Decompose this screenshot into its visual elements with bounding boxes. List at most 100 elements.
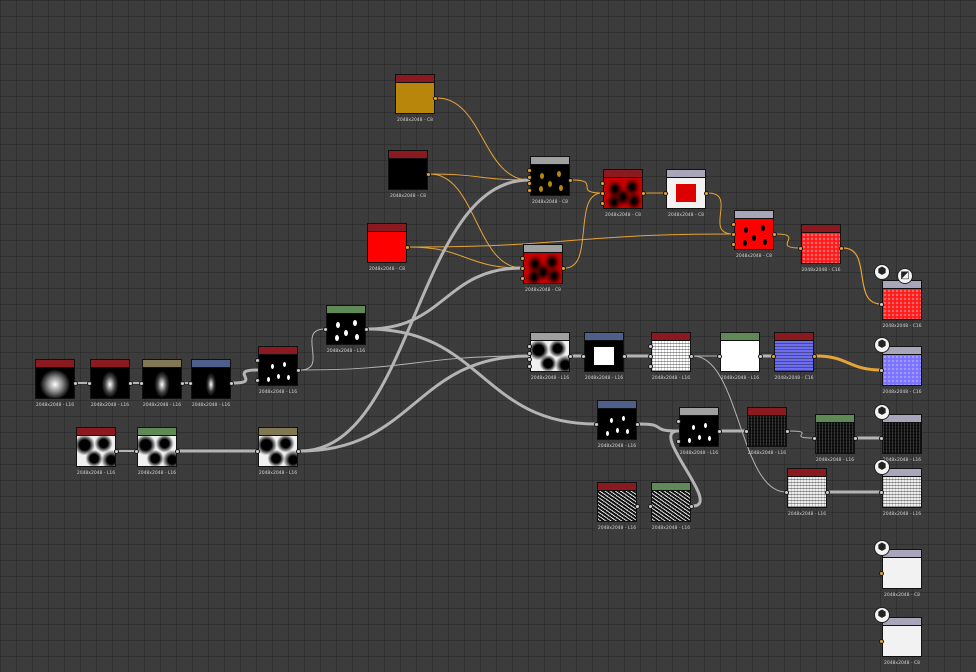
graph-node[interactable]: 2048x2048 - L16 [134,427,180,476]
graph-node[interactable]: 2048x2048 - C16 [771,332,817,381]
graph-node[interactable]: 2048x2048 - C8 [663,169,709,218]
graph-node[interactable]: 2048x2048 - L16 [744,407,790,456]
input-port[interactable] [87,381,92,386]
input-port[interactable] [594,422,599,427]
graph-node[interactable]: 2048x2048 - L16 [581,332,627,381]
graph-node[interactable]: 2048x2048 - C16 [798,224,844,273]
output-port[interactable] [825,490,830,495]
graph-node[interactable]: 2048x2048 - C8 [520,244,566,293]
input-port[interactable] [731,232,736,237]
input-port[interactable] [527,168,532,173]
input-port[interactable] [255,358,260,363]
input-port[interactable] [744,429,749,434]
output-port[interactable] [433,96,438,101]
input-port[interactable] [771,354,776,359]
graph-node[interactable]: 2048x2048 - C8 [388,150,431,199]
input-port[interactable] [527,181,532,187]
input-port[interactable] [676,439,681,444]
output-port[interactable] [180,381,185,386]
cube-icon[interactable]: ⬢ [874,264,890,280]
graph-node[interactable]: 2048x2048 - C8 [879,617,922,666]
output-port[interactable] [839,246,844,251]
input-port[interactable] [527,357,532,363]
input-port[interactable] [527,344,532,349]
output-port[interactable] [175,449,180,454]
graph-node[interactable]: 2048x2048 - C8 [527,156,573,205]
input-port[interactable] [600,191,605,196]
output-port[interactable] [635,422,640,427]
graph-node[interactable]: 2048x2048 - L16 [812,414,858,463]
output-port[interactable] [689,504,694,509]
cube-icon[interactable]: ⬢ [874,337,890,353]
input-port[interactable] [812,436,817,441]
input-port[interactable] [255,378,260,383]
graph-node[interactable]: 2048x2048 - C8 [731,210,777,259]
input-port[interactable] [676,419,681,424]
graph-node[interactable]: 2048x2048 - C8 [367,223,410,272]
cube-icon[interactable]: ⬢ [874,540,890,556]
input-port[interactable] [520,276,525,281]
output-port[interactable] [128,381,133,386]
graph-node[interactable]: 2048x2048 - L16 [76,427,119,476]
input-port[interactable] [527,188,532,193]
graph-node[interactable]: 2048x2048 - L16 [597,482,640,531]
graph-node[interactable]: 2048x2048 - L16 [784,468,830,517]
output-port[interactable] [635,504,640,509]
output-port[interactable] [296,368,301,373]
input-port[interactable] [717,354,722,359]
graph-node[interactable]: 2048x2048 - L16 [879,468,922,517]
input-port[interactable] [879,368,884,373]
graph-node[interactable]: 2048x2048 - L16 [594,400,640,449]
output-port[interactable] [641,191,646,196]
output-port[interactable] [561,266,566,271]
output-port[interactable] [853,436,858,441]
graph-node[interactable]: 2048x2048 - L16 [255,346,301,395]
graph-node[interactable]: 2048x2048 - L16 [676,407,722,456]
graph-node[interactable]: 2048x2048 - C8 [879,549,922,598]
graph-node[interactable]: 2048x2048 - L16 [717,332,763,381]
output-port[interactable] [717,429,722,434]
output-port[interactable] [568,354,573,359]
graph-node[interactable]: 2048x2048 - L16 [35,359,78,408]
input-port[interactable] [663,191,668,196]
output-port[interactable] [772,232,777,237]
input-port[interactable] [255,449,260,454]
graph-node[interactable]: 2048x2048 - L16 [648,332,694,381]
output-port[interactable] [405,245,410,250]
input-port[interactable] [648,504,653,509]
graph-node[interactable]: 2048x2048 - L16 [87,359,133,408]
output-port[interactable] [229,381,234,386]
output-port[interactable] [364,327,369,332]
input-port[interactable] [323,327,328,332]
input-port[interactable] [188,381,193,386]
input-port[interactable] [784,490,789,495]
input-port[interactable] [520,256,525,261]
output-port[interactable] [785,429,790,434]
output-port[interactable] [426,172,431,177]
input-port[interactable] [648,344,653,349]
input-port[interactable] [879,436,884,441]
input-port[interactable] [600,201,605,206]
output-port[interactable] [114,449,119,454]
cube-icon[interactable]: ⬢ [874,404,890,420]
input-port[interactable] [527,364,532,369]
input-port[interactable] [139,381,144,386]
input-port[interactable] [879,490,884,495]
input-port[interactable] [520,266,525,271]
cube-icon[interactable]: ⬢ [874,459,890,475]
graph-node[interactable]: 2048x2048 - L16 [255,427,301,476]
input-port[interactable] [581,354,586,359]
graph-node[interactable]: 2048x2048 - C8 [395,74,438,123]
input-port[interactable] [879,639,884,644]
input-port[interactable] [798,246,803,251]
input-port[interactable] [879,571,884,576]
output-port[interactable] [622,354,627,359]
input-port[interactable] [731,242,736,247]
output-port[interactable] [812,354,817,359]
graph-node[interactable]: 2048x2048 - L16 [879,414,922,463]
graph-node[interactable]: 2048x2048 - L16 [139,359,185,408]
graph-node[interactable]: 2048x2048 - C8 [600,169,646,218]
input-port[interactable] [731,222,736,227]
input-port[interactable] [527,350,532,356]
